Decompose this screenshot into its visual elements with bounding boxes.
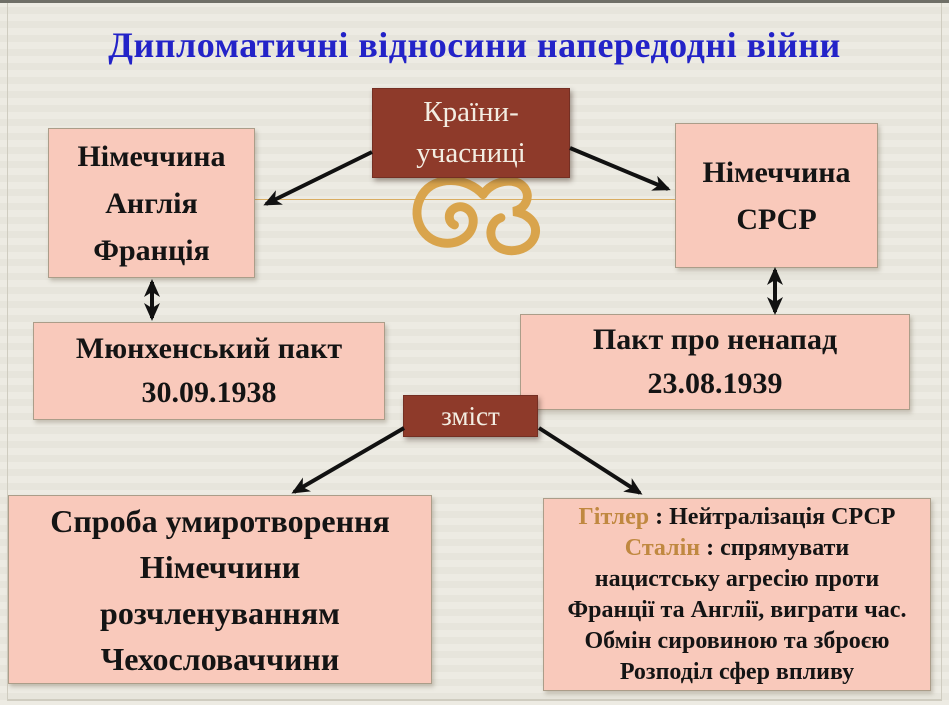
goals-line: Розподіл сфер впливу (619, 658, 855, 685)
appeasement-box: Спроба умиротворення Німеччини розчленув… (8, 495, 432, 684)
appeasement-line: Німеччини (139, 548, 301, 585)
slide-top-border (0, 0, 949, 3)
goals-stalin-line: Сталін : спрямувати (544, 533, 930, 564)
nonaggression-pact-box: Пакт про ненапад 23.08.1939 (520, 314, 910, 410)
country-line: Німеччина (702, 155, 851, 189)
goals-box: Гітлер : Нейтралізація СРСР Сталін : спр… (543, 498, 931, 691)
goals-hitler-line: Гітлер : Нейтралізація СРСР (544, 502, 930, 533)
munich-pact-box: Мюнхенський пакт 30.09.1938 (33, 322, 385, 420)
goals-line: нацистську агресію проти (594, 565, 880, 592)
content-label: зміст (441, 401, 500, 431)
pact-line: 30.09.1938 (141, 376, 277, 409)
country-line: Франція (93, 233, 210, 267)
participants-box: Країни- учасниці (372, 88, 570, 178)
appeasement-line: Спроба умиротворення (50, 502, 390, 539)
slide-frame (7, 3, 942, 701)
participants-line: учасниці (416, 137, 526, 169)
divider-line (255, 199, 675, 200)
flourish-ornament (412, 176, 540, 256)
participants-line: Країни- (423, 96, 519, 128)
content-box: зміст (403, 395, 538, 437)
west-countries-box: Німеччина Англія Франція (48, 128, 255, 278)
stalin-goal: : спрямувати (700, 534, 850, 561)
stalin-name: Сталін (624, 534, 701, 561)
country-line: Англія (105, 186, 198, 220)
goals-line: Обмін сировиною та зброєю (584, 627, 890, 654)
pact-line: Мюнхенський пакт (75, 332, 343, 365)
east-countries-box: Німеччина СРСР (675, 123, 878, 268)
appeasement-line: розчленуванням (100, 594, 340, 631)
pact-line: 23.08.1939 (647, 367, 783, 400)
country-line: Німеччина (77, 139, 226, 173)
goals-line: Франції та Англії, виграти час. (567, 596, 907, 623)
slide-title: Дипломатичні відносини напередодні війни (108, 25, 841, 65)
pact-line: Пакт про ненапад (592, 323, 838, 356)
hitler-name: Гітлер (578, 503, 650, 530)
appeasement-line: Чехословаччини (100, 640, 340, 677)
country-line: СРСР (736, 202, 817, 236)
hitler-goal: : Нейтралізація СРСР (649, 503, 896, 530)
